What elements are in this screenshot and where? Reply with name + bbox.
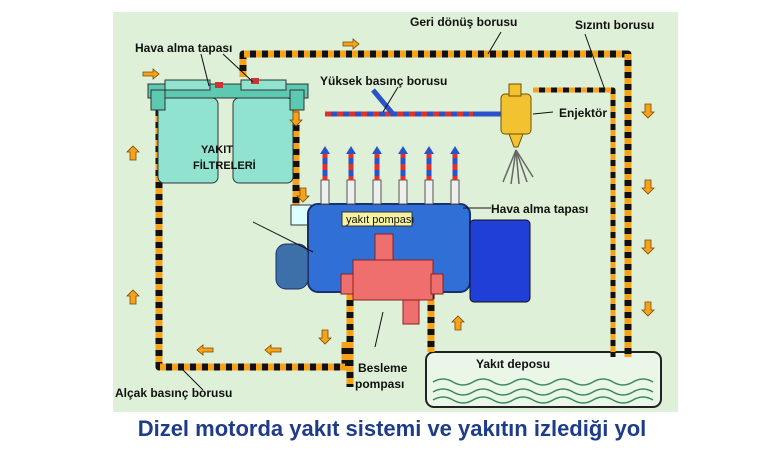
low-pressure-pipe-label: Alçak basınç borusu xyxy=(115,386,232,400)
fuel-system-diagram: Geri dönüş borusu Sızıntı borusu Hava al… xyxy=(113,12,678,412)
leader-lines xyxy=(182,31,606,391)
filters-label-1: YAKIT xyxy=(201,144,233,156)
leak-pipe-label: Sızıntı borusu xyxy=(575,18,654,32)
fuel-tank-label: Yakıt deposu xyxy=(476,357,550,371)
pump-outlets xyxy=(320,146,460,205)
high-pressure-pipe-label: Yüksek basınç borusu xyxy=(320,74,447,88)
feed-pump-label-2: pompası xyxy=(355,377,404,391)
high-pressure-line xyxy=(325,88,503,117)
feed-pump xyxy=(340,233,444,325)
diagram-svg: Geri dönüş borusu Sızıntı borusu Hava al… xyxy=(115,15,662,408)
return-pipe-label: Geri dönüş borusu xyxy=(410,15,517,29)
fuel-filters xyxy=(147,78,309,184)
air-plug-top-label: Hava alma tapası xyxy=(135,41,232,55)
injector xyxy=(500,83,534,185)
air-plug-pump-label: Hava alma tapası xyxy=(491,202,588,216)
flow-arrow-icon xyxy=(126,38,655,356)
injector-label: Enjektör xyxy=(559,106,607,120)
filters-label-2: FİLTRELERİ xyxy=(193,159,256,172)
feed-pump-label-1: Besleme xyxy=(358,361,408,375)
fuel-pump-label: yakıt pompası xyxy=(346,214,414,226)
fuel-tank xyxy=(425,351,662,408)
caption: Dizel motorda yakıt sistemi ve yakıtın i… xyxy=(137,416,647,441)
up-arrows xyxy=(320,146,460,154)
